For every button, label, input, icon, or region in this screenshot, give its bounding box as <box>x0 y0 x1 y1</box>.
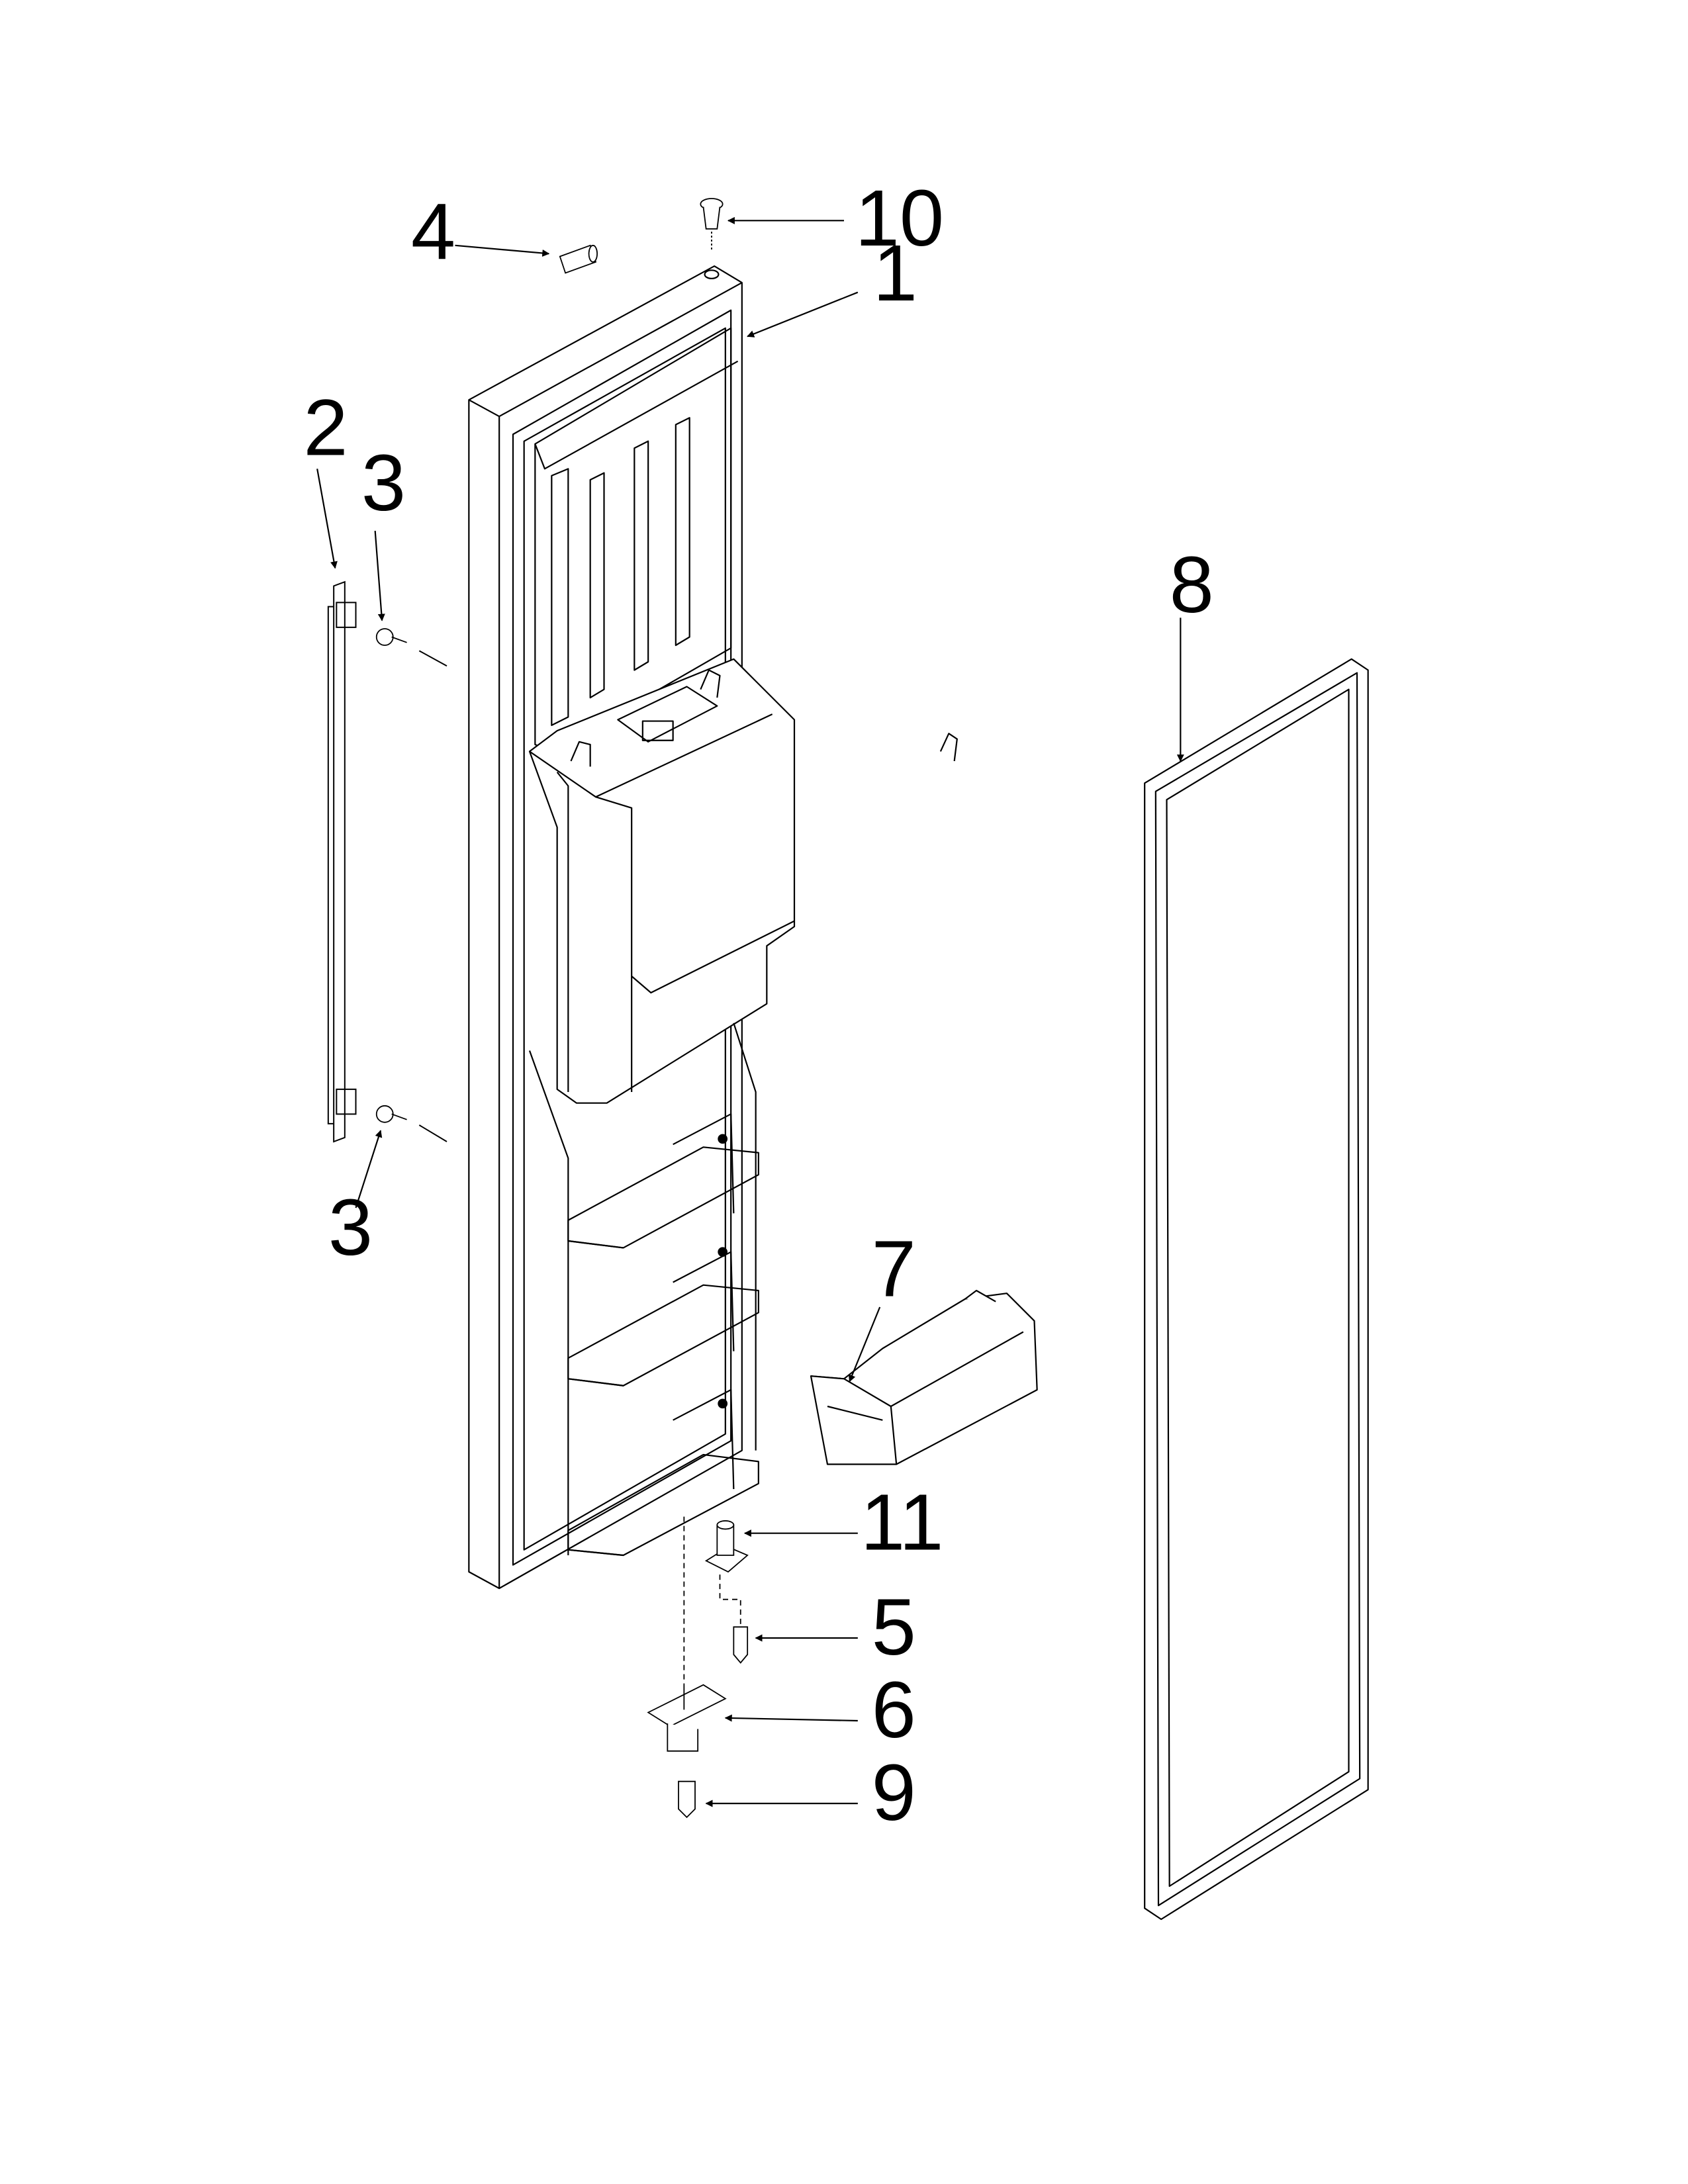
dispenser-housing-side <box>557 772 569 1092</box>
callout-9: 9 <box>872 1748 916 1837</box>
callout-6: 6 <box>872 1665 916 1754</box>
door-inner-liner-step <box>524 328 726 1550</box>
door-top-edge <box>499 283 742 416</box>
dispenser-spout <box>643 721 673 741</box>
callout-11: 11 <box>861 1478 943 1567</box>
leader-3-upper <box>373 531 389 622</box>
callout-labels: 10 1 4 2 3 3 8 7 11 5 6 9 <box>303 173 1214 1837</box>
callout-7: 7 <box>872 1224 916 1313</box>
shelf-pegs <box>718 1135 727 1408</box>
callout-10: 10 <box>855 173 944 263</box>
dispenser-housing <box>530 659 794 1103</box>
callout-3-lower: 3 <box>328 1183 373 1272</box>
door-shelf-lower <box>568 1455 759 1555</box>
callout-5: 5 <box>872 1582 916 1672</box>
assembly-lines <box>684 1517 740 1685</box>
part-10-bushing <box>700 199 722 251</box>
part-8-gasket <box>1145 659 1368 1919</box>
lower-right-rail <box>733 1023 755 1451</box>
screw-alignment-lines <box>419 651 447 1142</box>
callout-1: 1 <box>873 228 917 318</box>
dispenser-spout-box <box>618 687 717 742</box>
part-5-screw <box>733 1627 747 1662</box>
dispenser-recess <box>632 921 794 993</box>
door-shelf-middle <box>568 1285 759 1386</box>
upper-panel-ribs <box>551 418 689 725</box>
part-9-screw <box>679 1782 695 1817</box>
part-2-handle <box>328 582 356 1142</box>
callout-2: 2 <box>303 383 348 473</box>
upper-panel-lip <box>535 361 737 469</box>
callout-4: 4 <box>411 187 455 277</box>
shelf-supports <box>673 1114 734 1489</box>
leader-4 <box>455 246 551 260</box>
door-shelf-upper <box>568 1147 759 1248</box>
part-3-screw-upper <box>377 629 407 645</box>
leader-1 <box>746 293 858 339</box>
dispenser-clip-far <box>941 733 957 761</box>
callout-8: 8 <box>1170 540 1214 629</box>
door-top-hinge-hole <box>705 270 719 279</box>
door-inner-liner <box>513 310 731 1565</box>
part-4-plug <box>560 246 597 273</box>
leader-6 <box>724 1710 858 1726</box>
part-3-screw-lower <box>377 1106 407 1122</box>
dispenser-clip-left <box>571 742 590 767</box>
part-7-door-bin <box>811 1291 1037 1465</box>
leader-7 <box>847 1307 880 1383</box>
leader-arrows <box>317 212 1188 1811</box>
dispenser-housing-face <box>596 797 632 1092</box>
door-assembly <box>469 266 957 1588</box>
part-6-hinge <box>648 1685 726 1751</box>
leader-3-lower <box>356 1129 384 1208</box>
lower-left-rail <box>530 1051 568 1556</box>
leader-2 <box>317 469 340 570</box>
callout-3-upper: 3 <box>361 438 406 527</box>
part-11-hinge-pin <box>706 1521 748 1572</box>
dispenser-clip-right <box>700 670 720 698</box>
